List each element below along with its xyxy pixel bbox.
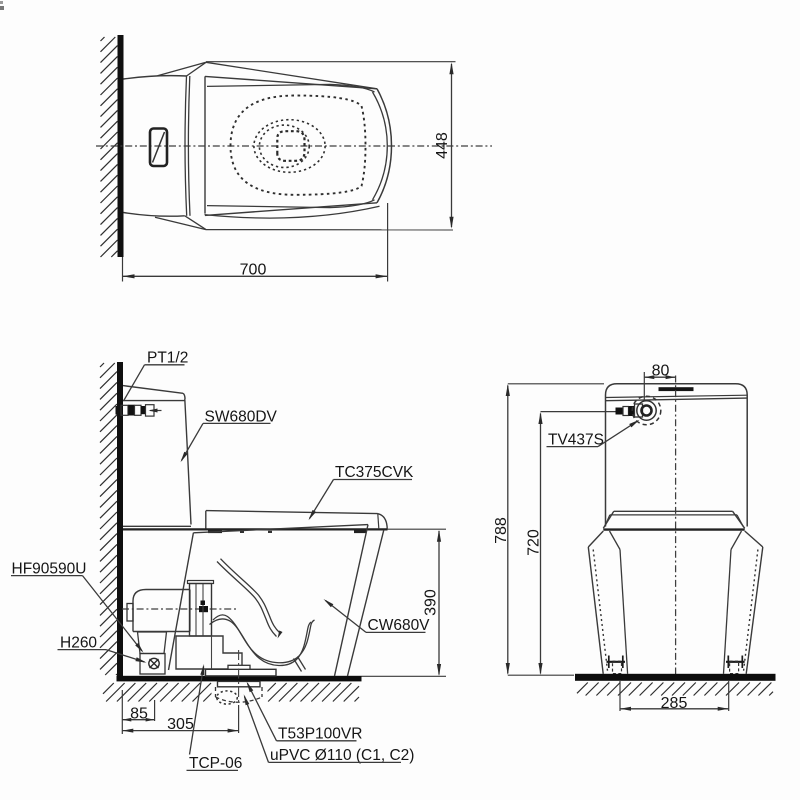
- svg-text:CW680V: CW680V: [368, 617, 431, 634]
- svg-text:720: 720: [526, 529, 543, 556]
- svg-text:448: 448: [434, 132, 451, 159]
- svg-text:TV437S: TV437S: [548, 431, 604, 448]
- svg-text:305: 305: [167, 716, 194, 733]
- svg-text:285: 285: [661, 695, 688, 712]
- svg-text:TC375CVK: TC375CVK: [335, 464, 414, 481]
- svg-text:700: 700: [240, 261, 267, 278]
- svg-text:uPVC Ø110 (C1, C2): uPVC Ø110 (C1, C2): [270, 747, 414, 764]
- svg-text:T53P100VR: T53P100VR: [278, 726, 362, 743]
- svg-text:80: 80: [652, 362, 670, 379]
- svg-text:SW680DV: SW680DV: [205, 408, 278, 425]
- svg-text:HF90590U: HF90590U: [12, 560, 87, 577]
- svg-text:390: 390: [423, 589, 440, 616]
- svg-text:H260: H260: [60, 634, 97, 651]
- svg-text:788: 788: [493, 517, 510, 544]
- svg-text:PT1/2: PT1/2: [147, 350, 188, 367]
- svg-text:TCP-06: TCP-06: [189, 755, 242, 772]
- svg-text:85: 85: [130, 706, 148, 723]
